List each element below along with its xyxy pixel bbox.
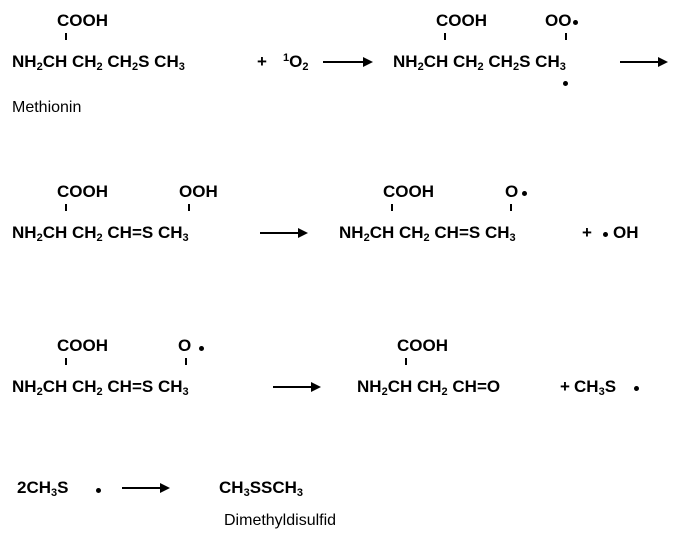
r1-radical-dot (573, 20, 578, 25)
r1-bond (65, 33, 67, 40)
r1-prod-cooh: COOH (436, 11, 487, 30)
r2-prod-cooh: COOH (383, 182, 434, 201)
r2-bond-1 (65, 204, 67, 211)
r3-thiyl-radical-dot (634, 386, 639, 391)
r2-bond-2 (188, 204, 190, 211)
r3-radical-dot (199, 346, 204, 351)
r1-singlet-oxygen: 1O2 (283, 52, 309, 73)
r3-prod-bond (405, 358, 407, 365)
r1-cooh: COOH (57, 11, 108, 30)
r3-product-formula: NH2CH CH2 CH=O (357, 377, 501, 398)
r2-ooh: OOH (179, 182, 218, 201)
r3-cooh: COOH (57, 336, 108, 355)
r3-reactant-formula: NH2CH CH2 CH=S CH3 (12, 377, 189, 398)
r1-prod-bond-2 (565, 33, 567, 40)
r2-arrow (260, 228, 308, 238)
r3-o: O (178, 336, 192, 355)
r2-hydroxyl: OH (613, 223, 639, 242)
r1-reactant-formula: NH2CH CH2 CH2S CH3 (12, 52, 185, 73)
r2-prod-o: O (505, 182, 519, 201)
r3-methylthiyl: CH3S (574, 377, 617, 398)
r3-plus: + (560, 377, 570, 396)
r3-prod-cooh: COOH (397, 336, 448, 355)
r1-plus: + (257, 52, 267, 71)
r2-prod-bond-2 (510, 204, 512, 211)
r2-oh-radical-dot (603, 232, 608, 237)
r1-s-radical-dot (563, 81, 568, 86)
r2-prod-bond-1 (391, 204, 393, 211)
r4-radical-dot (96, 488, 101, 493)
r3-bond-1 (65, 358, 67, 365)
r1-prod-oo: OO (545, 11, 572, 30)
r2-product-formula: NH2CH CH2 CH=S CH3 (339, 223, 516, 244)
r2-plus: + (582, 223, 592, 242)
r2-cooh: COOH (57, 182, 108, 201)
r3-arrow (273, 382, 321, 392)
r2-radical-dot (522, 191, 527, 196)
r1-arrow-1 (323, 57, 373, 67)
r4-reactant: 2CH3S (17, 478, 69, 499)
r3-bond-2 (185, 358, 187, 365)
r1-arrow-2 (620, 57, 668, 67)
r4-product-formula: CH3SSCH3 (219, 478, 304, 499)
methionin-label: Methionin (12, 99, 82, 116)
r1-prod-bond-1 (444, 33, 446, 40)
r1-product-formula: NH2CH CH2 CH2S CH3 (393, 52, 566, 73)
r4-arrow (122, 483, 170, 493)
dimethyldisulfid-label: Dimethyldisulfid (224, 512, 337, 529)
r2-reactant-formula: NH2CH CH2 CH=S CH3 (12, 223, 189, 244)
